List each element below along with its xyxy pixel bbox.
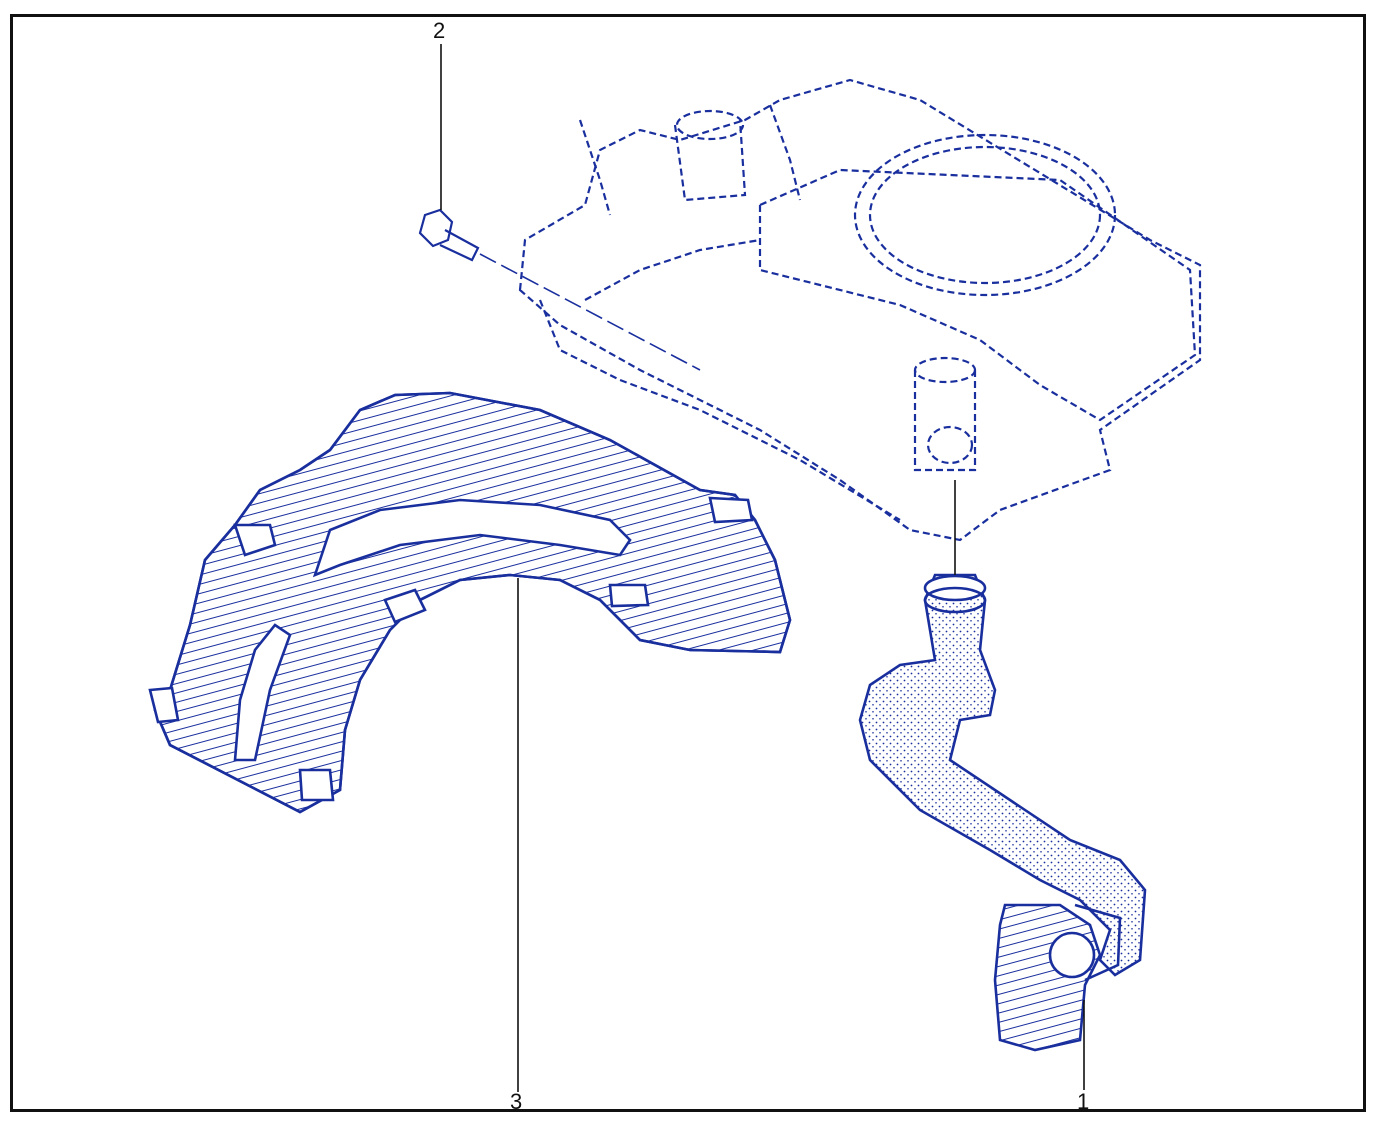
- diagram-frame: [10, 14, 1366, 1112]
- air-duct-part: [148, 391, 792, 814]
- callout-2-label: 2: [433, 18, 446, 43]
- callout-1-label: 1: [1077, 1089, 1090, 1114]
- bolt-part: [418, 208, 701, 371]
- air-filter-housing: [518, 78, 1202, 542]
- hose-part: [858, 573, 1147, 1052]
- callout-3-label: 3: [510, 1089, 523, 1114]
- leader-lines: [440, 44, 1085, 1092]
